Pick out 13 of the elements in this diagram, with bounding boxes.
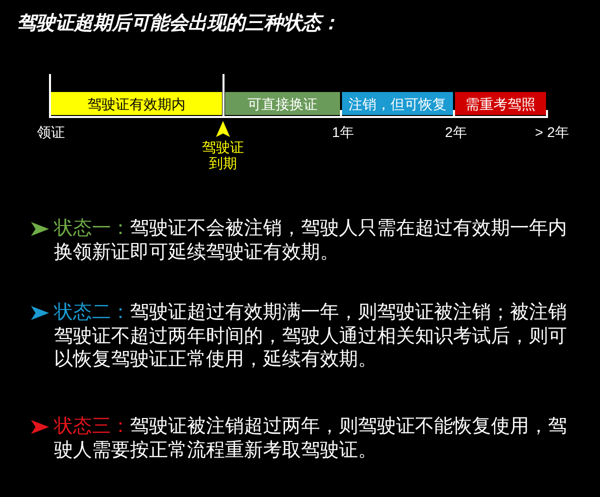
axis-label: 1年 bbox=[332, 124, 354, 140]
axis-label: 2年 bbox=[445, 124, 467, 140]
state-description: 状态二：驾驶证超过有效期满一年，则驾驶证被注销；被注销驾驶证不超过两年时间的，驾驶人通过相关知识考试后，则可以恢复驾驶证正常使用，延续有效期。 bbox=[54, 301, 568, 372]
axis-label: 领证 bbox=[37, 124, 65, 140]
state-description: 状态一：驾驶证不会被注销，驾驶人只需在超过有效期一年内换领新证即可延续驾驶证有效期。 bbox=[54, 217, 568, 264]
timeline-bar: 驾驶证有效期内 bbox=[51, 92, 222, 115]
timeline-bar: 可直接换证 bbox=[225, 92, 340, 115]
state-description: 状态三：驾驶证被注销超过两年，则驾驶证不能恢复使用，驾驶人需要按正常流程重新考取驾驶证。 bbox=[54, 415, 568, 462]
axis-label: > 2年 bbox=[535, 124, 569, 140]
timeline-bar: 注销，但可恢复 bbox=[342, 92, 453, 115]
title: 驾驶证超期后可能会出现的三种状态： bbox=[17, 12, 340, 36]
timeline-bar: 需重考驾照 bbox=[455, 92, 546, 115]
marker-label: 驾驶证到期 bbox=[201, 139, 245, 171]
